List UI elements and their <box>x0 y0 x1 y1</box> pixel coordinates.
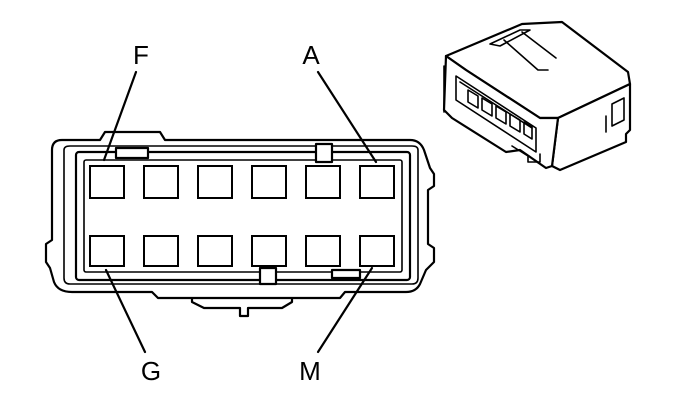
label-f: F <box>133 40 149 70</box>
bottom-key <box>258 266 278 286</box>
cavity-m <box>359 235 395 267</box>
cavity-d <box>197 165 233 199</box>
label-a: A <box>302 40 320 70</box>
cavity-frame-inner <box>83 159 403 273</box>
cavity-a <box>359 165 395 199</box>
cavity-g <box>89 235 125 267</box>
leader-m <box>316 266 374 354</box>
cavity-c <box>251 165 287 199</box>
label-g: G <box>141 356 161 386</box>
top-key-right <box>314 142 334 164</box>
connector-isometric-view <box>442 20 632 172</box>
connector-face-view: F A G M <box>44 40 436 386</box>
cavity-row-bottom <box>89 235 395 267</box>
cavity-f <box>89 165 125 199</box>
cavity-k <box>251 235 287 267</box>
cavity-e <box>143 165 179 199</box>
cavity-row-top <box>89 165 395 199</box>
leader-f <box>102 70 138 162</box>
cavity-j <box>197 235 233 267</box>
leader-g <box>104 268 147 354</box>
top-key-left <box>114 146 150 160</box>
housing-inner-ledge <box>63 145 419 285</box>
cavity-l <box>305 235 341 267</box>
label-m: M <box>299 356 321 386</box>
cavity-b <box>305 165 341 199</box>
cavity-h <box>143 235 179 267</box>
leader-a <box>316 70 378 164</box>
bottom-right-key <box>330 268 362 280</box>
